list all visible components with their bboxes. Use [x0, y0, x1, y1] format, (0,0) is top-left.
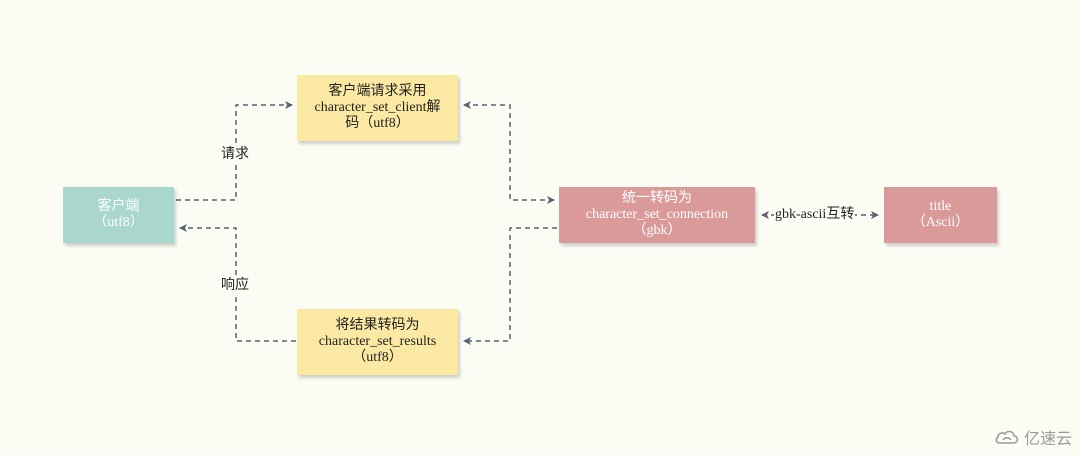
results-node: 将结果转码为 character_set_results （utf8）: [297, 309, 458, 375]
request-decode-line1: 客户端请求采用: [328, 84, 427, 99]
title-node-line1: title: [929, 199, 952, 214]
client-node-line1: 客户端: [97, 199, 140, 214]
client-node: 客户端 （utf8）: [63, 187, 174, 243]
edge-results-to-client: [179, 224, 296, 342]
request-edge-label: 请求: [221, 147, 249, 163]
client-node-line2: （utf8）: [93, 215, 144, 230]
request-decode-line3: 码（utf8）: [345, 116, 410, 131]
results-line3: （utf8）: [352, 350, 403, 365]
edge-request-connection: [463, 101, 555, 204]
request-decode-line2: character_set_client解: [314, 100, 441, 115]
response-edge-label: 响应: [221, 278, 249, 294]
connection-line2: character_set_connection: [585, 207, 729, 222]
convert-edge-label: gbk-ascii互转: [774, 207, 856, 223]
title-node-line2: （Ascii）: [911, 215, 970, 230]
edge-connection-to-results: [463, 227, 557, 345]
connection-node: 统一转码为 character_set_connection （gbk）: [559, 187, 755, 243]
edge-client-to-request: [176, 101, 293, 201]
results-line1: 将结果转码为: [335, 318, 420, 333]
connection-line1: 统一转码为: [622, 191, 692, 206]
watermark-text: 亿速云: [1023, 429, 1072, 448]
watermark: 亿速云: [994, 425, 1072, 449]
connection-line3: （gbk）: [632, 223, 682, 238]
title-node: title （Ascii）: [884, 187, 997, 243]
results-line2: character_set_results: [318, 334, 437, 349]
cloud-logo-icon: [995, 430, 1019, 444]
request-decode-node: 客户端请求采用 character_set_client解 码（utf8）: [297, 75, 458, 141]
